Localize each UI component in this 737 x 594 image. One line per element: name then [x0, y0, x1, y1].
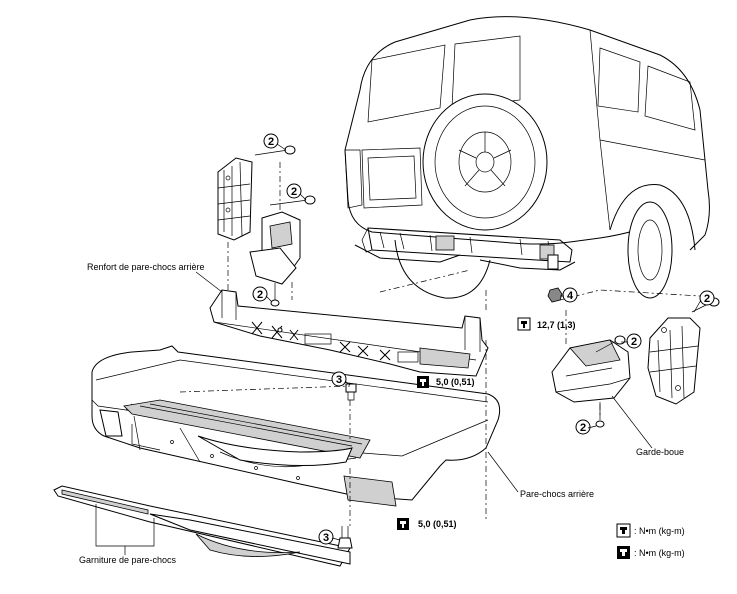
alignment-lines	[179, 162, 701, 526]
callout-2-f: 2	[575, 419, 591, 435]
svg-text:5,0 (0,51): 5,0 (0,51)	[418, 519, 457, 529]
svg-text:2: 2	[257, 289, 263, 301]
callout-2-b: 2	[286, 183, 302, 199]
legend: : N•m (kg-m) : N•m (kg-m)	[616, 523, 685, 559]
torque-wrench-outline-icon	[517, 317, 531, 331]
svg-text:Renfort de pare-chocs arrière: Renfort de pare-chocs arrière	[87, 262, 205, 272]
callout-3-bottom: 3	[318, 529, 334, 545]
svg-text:2: 2	[704, 293, 710, 305]
svg-text:Garde-boue: Garde-boue	[636, 447, 684, 457]
svg-text:Garniture de pare-chocs: Garniture de pare-chocs	[79, 555, 177, 565]
svg-text:2: 2	[291, 186, 297, 198]
bumper-trim	[53, 485, 351, 567]
callout-2-c: 2	[252, 286, 268, 302]
nut	[547, 287, 563, 303]
torque-wrench-filled-icon	[417, 376, 429, 388]
vehicle-body	[344, 16, 710, 299]
callout-3-top: 3	[331, 371, 347, 387]
callout-4: 4	[562, 287, 578, 303]
torque-nut: 12,7 (1,3)	[517, 317, 576, 331]
label-bumper: Pare-chocs arrière	[487, 451, 594, 499]
svg-text:2: 2	[268, 136, 274, 148]
bumper-reinforcement	[209, 289, 489, 377]
svg-text:12,7 (1,3): 12,7 (1,3)	[537, 320, 576, 330]
legend-item-outline: : N•m (kg-m)	[616, 523, 685, 538]
svg-text:5,0 (0,51): 5,0 (0,51)	[436, 377, 475, 387]
torque-wrench-filled-icon	[617, 546, 630, 559]
callout-2-d: 2	[699, 290, 715, 306]
label-mudguard: Garde-boue	[636, 447, 684, 457]
svg-text:: N•m (kg-m): : N•m (kg-m)	[634, 548, 685, 558]
svg-text:4: 4	[567, 290, 574, 302]
label-reinforcement: Renfort de pare-chocs arrière	[87, 262, 223, 293]
svg-text:Pare-chocs arrière: Pare-chocs arrière	[520, 489, 594, 499]
label-trim: Garniture de pare-chocs	[79, 546, 177, 565]
torque-bolt-top: 5,0 (0,51)	[417, 376, 475, 388]
callout-2-e: 2	[626, 333, 642, 349]
svg-text:: N•m (kg-m): : N•m (kg-m)	[634, 526, 685, 536]
svg-text:2: 2	[631, 336, 637, 348]
torque-wrench-outline-icon	[616, 523, 631, 538]
left-bumper-stay	[249, 211, 301, 285]
right-side-bracket	[647, 317, 701, 405]
legend-item-filled: : N•m (kg-m)	[617, 546, 685, 559]
svg-text:2: 2	[580, 422, 586, 434]
clip-upper-left	[254, 145, 316, 307]
rear-bumper-fascia	[91, 345, 501, 507]
svg-text:3: 3	[323, 532, 329, 544]
torque-bolt-bottom: 5,0 (0,51)	[397, 518, 457, 530]
left-side-bracket	[217, 157, 253, 241]
svg-text:3: 3	[336, 374, 342, 386]
bolt-bottom	[337, 526, 353, 549]
mudguard	[551, 339, 631, 403]
torque-wrench-filled-icon	[397, 518, 409, 530]
callout-2-a: 2	[263, 133, 279, 149]
